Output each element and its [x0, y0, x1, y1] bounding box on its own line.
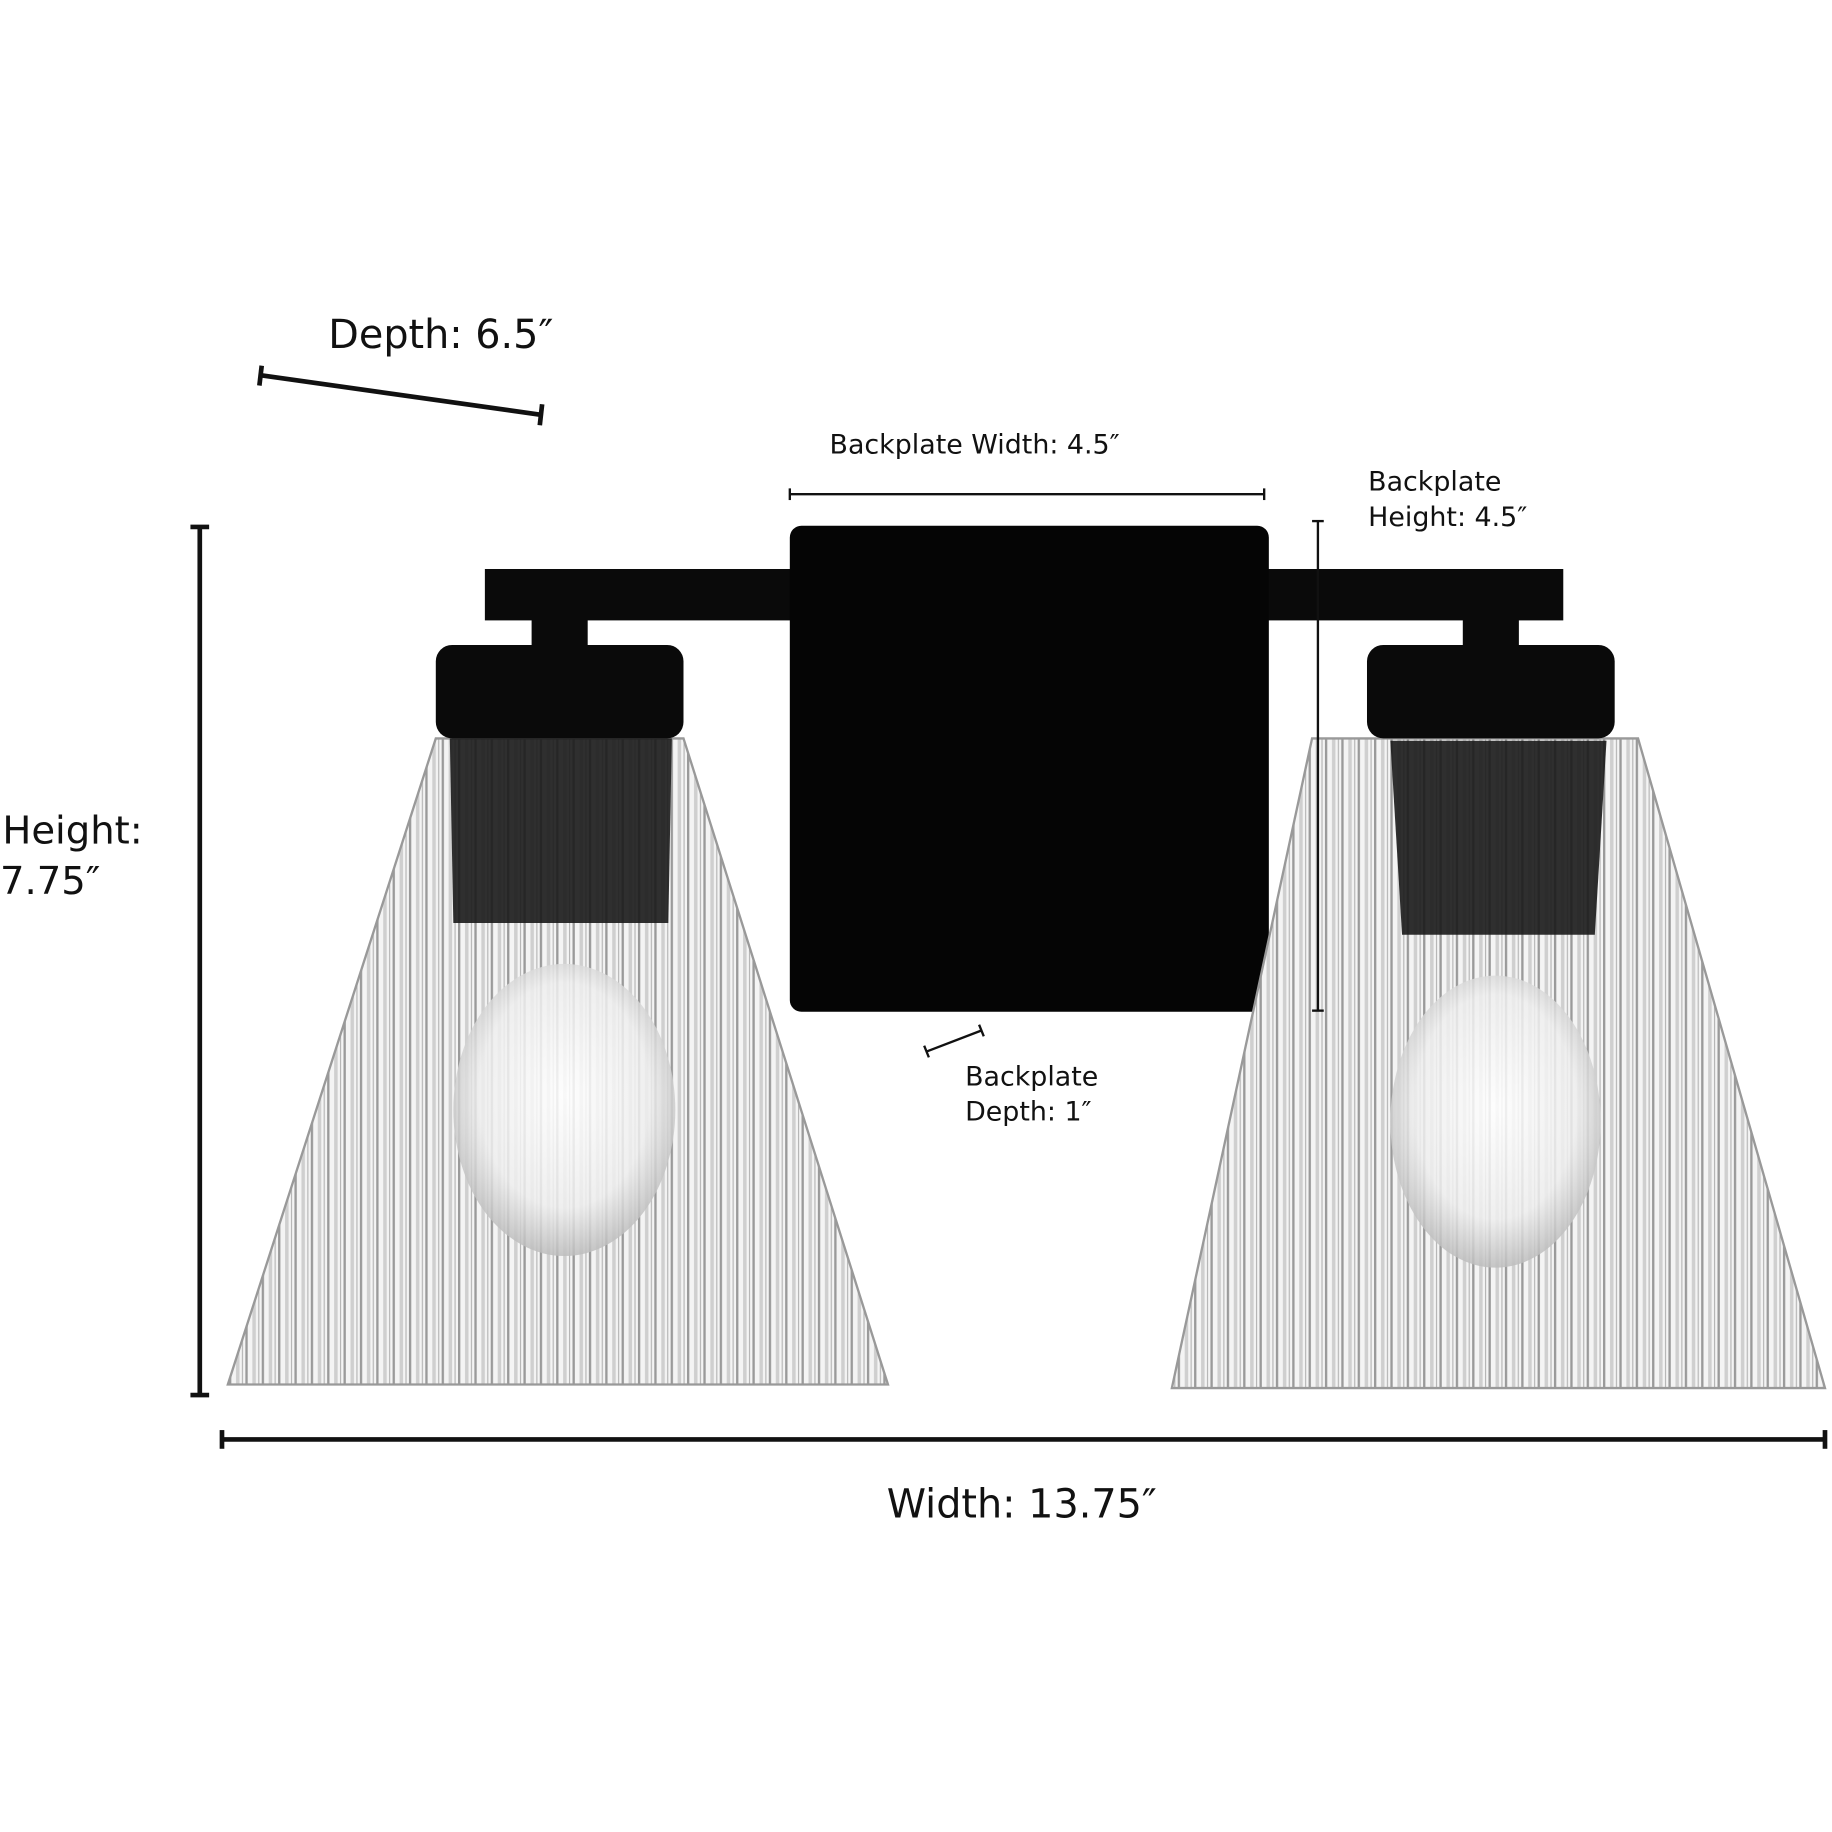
light-fixture [226, 525, 1827, 1390]
depth-line [257, 365, 545, 426]
backplate-height-label-line2: Height: 4.5″ [1368, 502, 1527, 533]
height-label-line1: Height: [2, 809, 142, 854]
width-label: Width: 13.75″ [887, 1482, 1157, 1528]
width-line [219, 1430, 1828, 1449]
height-line [190, 524, 210, 1398]
backplate-width-line [788, 488, 1266, 501]
left-shade [226, 644, 890, 1386]
backplate-height-line [1312, 519, 1324, 1012]
dimension-lines [190, 365, 1828, 1449]
left-stem [531, 619, 588, 648]
backplate-width-label: Backplate Width: 4.5″ [830, 429, 1120, 460]
height-label-line2: 7.75″ [0, 859, 100, 904]
right-stem [1462, 619, 1519, 648]
depth-label: Depth: 6.5″ [328, 312, 553, 358]
backplate-depth-line [923, 1024, 985, 1058]
backplate-depth-label-line2: Depth: 1″ [965, 1096, 1092, 1127]
right-shade [1170, 644, 1827, 1390]
backplate-height-label-line1: Backplate [1368, 467, 1501, 498]
backplate [789, 525, 1269, 1012]
backplate-depth-label-line1: Backplate [965, 1061, 1098, 1092]
